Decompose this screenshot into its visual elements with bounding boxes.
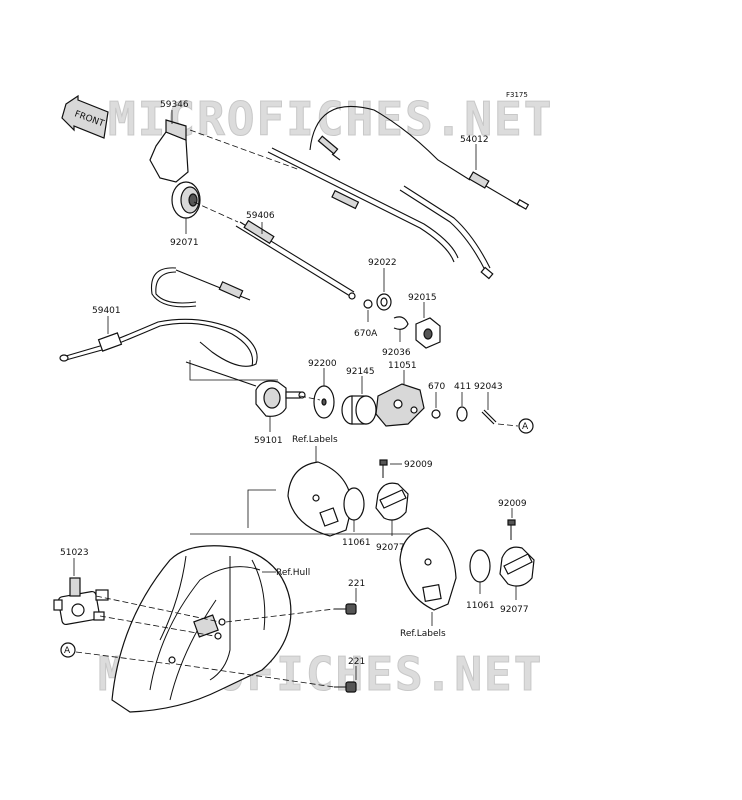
part-label-51023: 51023 <box>60 548 89 558</box>
grip-ring-92071 <box>171 181 201 219</box>
label-plate-bottom <box>399 527 457 611</box>
part-label-92009b: 92009 <box>498 499 527 509</box>
part-label-92200: 92200 <box>308 359 337 369</box>
part-label-92022: 92022 <box>368 258 397 268</box>
part-label-54012: 54012 <box>460 135 489 145</box>
screw-92009a <box>379 459 388 478</box>
part-label-59101: 59101 <box>254 436 283 446</box>
part-label-92043: 92043 <box>474 382 503 392</box>
part-label-92015: 92015 <box>408 293 437 303</box>
screw-221a <box>334 603 357 615</box>
part-label-411: 411 <box>454 382 471 392</box>
part-label-92036: 92036 <box>382 348 411 358</box>
nut-92015 <box>415 317 441 349</box>
grip-cover-59346 <box>149 119 189 183</box>
marker-a-left: A <box>64 646 71 656</box>
snap-ring-670 <box>431 409 441 419</box>
ref-labels-bottom: Ref.Labels <box>400 629 446 639</box>
loop-cable-59401 <box>59 267 258 387</box>
part-label-59406: 59406 <box>246 211 275 221</box>
part-label-59346: 59346 <box>160 100 189 110</box>
ref-hull: Ref.Hull <box>276 568 310 578</box>
part-label-92071: 92071 <box>170 238 199 248</box>
fuel-valve-51023 <box>53 577 109 626</box>
washer-11061b <box>469 549 491 583</box>
part-label-670: 670 <box>428 382 445 392</box>
washer-11061a <box>343 487 365 521</box>
part-label-92145: 92145 <box>346 367 375 377</box>
marker-a-left-icon <box>60 642 76 658</box>
marker-a-right: A <box>522 422 529 432</box>
spring-washer-92036 <box>393 316 409 330</box>
part-label-92009a: 92009 <box>404 460 433 470</box>
part-label-221b: 221 <box>348 657 365 667</box>
part-label-92077b: 92077 <box>500 605 529 615</box>
screw-221b <box>334 681 357 693</box>
figure-code: F3175 <box>506 91 528 99</box>
part-label-59401: 59401 <box>92 306 121 316</box>
bracket-11051 <box>375 383 425 427</box>
part-label-221a: 221 <box>348 579 365 589</box>
part-label-11061b: 11061 <box>466 601 495 611</box>
snap-ring-670A <box>363 299 373 309</box>
pin-92043 <box>481 409 497 425</box>
part-label-11051: 11051 <box>388 361 417 371</box>
marker-a-right-icon <box>518 418 534 434</box>
knob-92077a <box>375 482 409 521</box>
hull-section <box>111 545 292 713</box>
washer-411 <box>456 406 468 422</box>
part-label-11061a: 11061 <box>342 538 371 548</box>
ref-labels-top: Ref.Labels <box>292 435 338 445</box>
spring-92145 <box>341 395 377 425</box>
control-cable-54012 <box>267 106 530 280</box>
knob-92077b <box>499 546 535 587</box>
throttle-cable-59406 <box>235 219 356 300</box>
front-arrow-icon: FRONT <box>61 94 109 139</box>
label-plate-top <box>287 461 353 537</box>
throttle-housing-59101 <box>255 380 306 417</box>
part-label-670A: 670A <box>354 329 378 339</box>
part-label-92077a: 92077 <box>376 543 405 553</box>
screw-92009b <box>507 519 516 540</box>
